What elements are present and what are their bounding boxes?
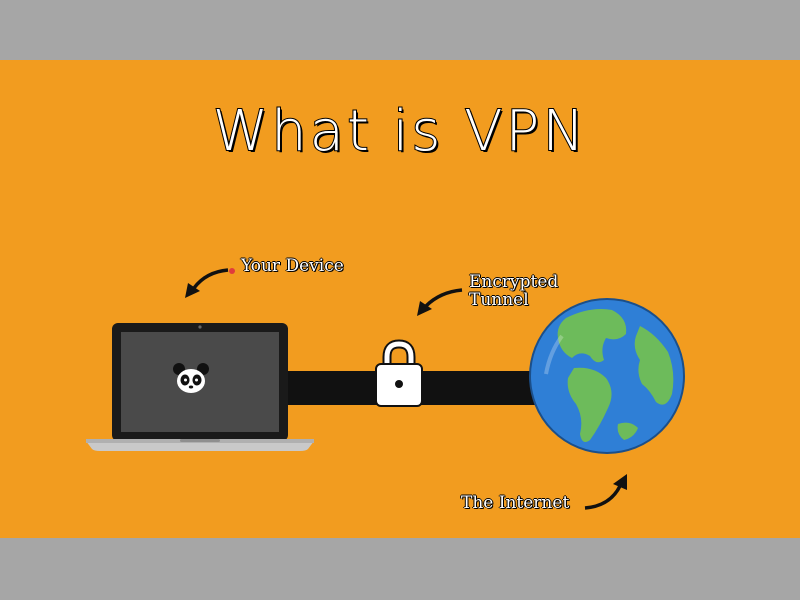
globe-icon: [529, 298, 685, 454]
arrow-to-tunnel-icon: [417, 288, 463, 316]
label-your-device: Your Device: [241, 256, 344, 276]
label-tunnel-line2: Tunnel: [469, 289, 529, 310]
diagram-title: What is VPN: [212, 99, 588, 164]
panda-icon: [173, 363, 209, 393]
label-encrypted-tunnel: Encrypted Tunnel: [469, 272, 579, 310]
label-tunnel-line1: Encrypted: [469, 272, 559, 292]
label-the-internet: The Internet: [461, 493, 570, 513]
arrow-to-internet-icon: [584, 474, 627, 510]
padlock-icon: [375, 339, 423, 407]
banner-background: [0, 60, 800, 538]
arrow-to-device-icon: [185, 268, 235, 298]
